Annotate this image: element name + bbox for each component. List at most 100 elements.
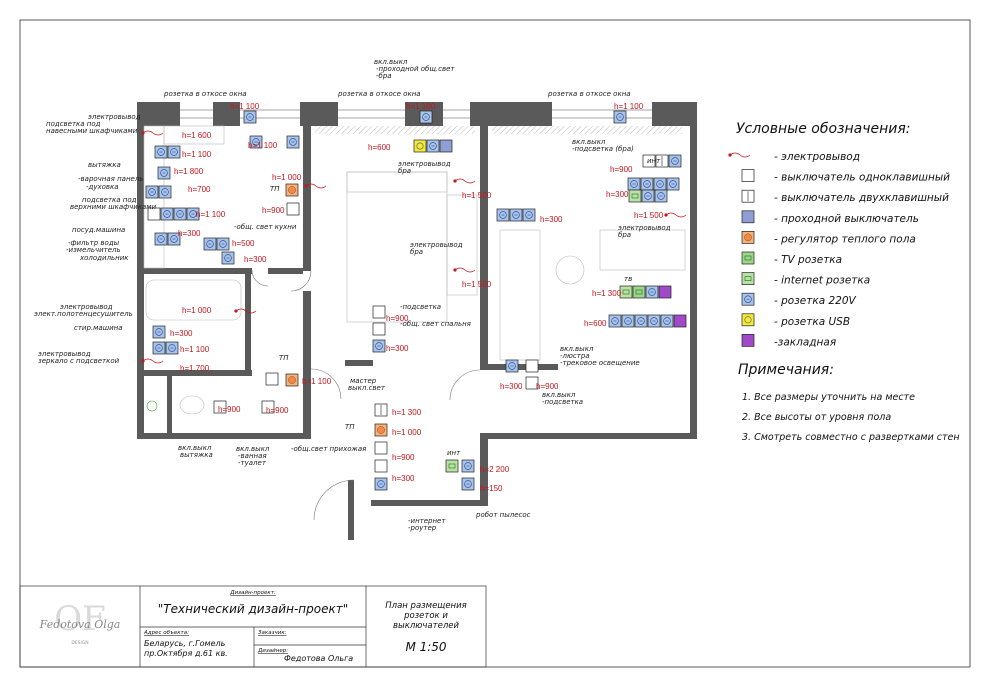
plan-label: тв (624, 275, 632, 283)
logo-signature: Fedotova Olga (39, 618, 121, 631)
height-mark: h=300 (170, 329, 193, 338)
plan-label: вкл.выкл (542, 391, 576, 399)
note-1: 1. Все размеры уточнить на месте (742, 392, 915, 403)
socket-220-icon (167, 145, 181, 159)
plan-label: вкл.выкл (236, 445, 270, 453)
plan-label: холодильник (79, 254, 129, 262)
socket-220-icon (216, 237, 230, 251)
socket-220-icon (608, 314, 622, 328)
passthrough-switch-icon (439, 139, 453, 153)
cable-outlet-icon (304, 183, 327, 189)
height-mark: h=1 500 (462, 280, 492, 289)
plan-label: верхними шкафчиками (70, 203, 157, 211)
plan-label: инт (647, 157, 661, 165)
cable-outlet-icon (234, 308, 257, 314)
single-switch-icon (525, 359, 539, 373)
height-mark: h=1 100 (182, 150, 212, 159)
height-mark: h=2 200 (480, 465, 510, 474)
socket-220-icon (653, 177, 667, 191)
legend-item-label: - проходной выключатель (774, 213, 919, 225)
height-mark: h=1 100 (230, 102, 260, 111)
single-switch-icon (265, 372, 279, 386)
height-mark: h=600 (584, 319, 607, 328)
floor-thermostat-icon (285, 373, 299, 387)
legend-item-label: - розетка USB (774, 316, 850, 328)
project-caption: Дизайн-проект: (229, 590, 276, 596)
embedded-box-icon (673, 314, 687, 328)
plan-label: вытяжка (88, 161, 121, 169)
plan-label: -ванная (238, 452, 267, 460)
furniture (143, 125, 686, 415)
legend-item-label: - выключатель одноклавишный (774, 172, 950, 184)
plan-label: подсветка под (46, 120, 101, 128)
plan-label: розетка в откосе окна (547, 90, 631, 98)
tv-socket-icon (741, 251, 755, 265)
height-mark: h=1 000 (392, 428, 422, 437)
plan-label: бра (410, 248, 423, 256)
plan-label: посуд.машина (72, 226, 125, 234)
socket-220-icon (613, 110, 627, 124)
height-mark: h=1 300 (392, 408, 422, 417)
plan-label: -подсветка (400, 303, 441, 311)
plan-label: стир.машина (74, 324, 123, 332)
plan-label: ТП (345, 423, 355, 431)
cable-outlet-icon (141, 358, 164, 364)
socket-220-icon (522, 208, 536, 222)
height-mark: h=1 100 (302, 377, 332, 386)
socket-220-icon (145, 185, 159, 199)
socket-220-icon (167, 232, 181, 246)
socket-220-icon (154, 232, 168, 246)
plan-label: -люстра (560, 352, 590, 360)
title-block-text: Дизайн-проект: "Технический дизайн-проек… (39, 590, 467, 663)
socket-220-icon (647, 314, 661, 328)
floor-thermostat-icon (374, 423, 388, 437)
socket-220-icon (660, 314, 674, 328)
socket-220-icon (249, 135, 263, 149)
single-switch-icon (372, 322, 386, 336)
device-symbols (141, 110, 687, 491)
plan-label: электровывод (398, 160, 451, 168)
internet-socket-icon (741, 272, 755, 285)
plan-label: электровывод (88, 113, 141, 121)
legend: Условные обозначения: - электровывод- вы… (728, 121, 950, 348)
plan-label: розетка в откосе окна (163, 90, 247, 98)
plan-label: зеркало с подсветкой (38, 357, 120, 365)
plan-label: розетка в откосе окна (337, 90, 421, 98)
height-mark: h=1 100 (196, 210, 226, 219)
single-switch-icon (741, 169, 755, 182)
single-switch-icon (147, 207, 161, 221)
height-mark: h=1 500 (462, 191, 492, 200)
floor-thermostat-icon (285, 183, 299, 197)
height-mark: h=1 100 (248, 141, 278, 150)
usb-socket-icon (741, 313, 755, 327)
designer-caption: Дизайнер: (257, 648, 288, 654)
internet-socket-icon (445, 459, 459, 473)
height-mark: h=1 100 (406, 102, 436, 111)
height-mark: h=1 500 (634, 211, 664, 220)
cable-outlet-icon (728, 152, 751, 158)
socket-220-icon (152, 325, 166, 339)
plan-label: -бра (376, 72, 392, 80)
plan-label: вкл.выкл (560, 345, 594, 353)
note-3: 3. Смотреть совместно с развертками стен (742, 432, 960, 443)
project-title: "Технический дизайн-проект" (158, 602, 348, 616)
plan-label: выкл.свет (348, 384, 386, 392)
socket-220-icon (243, 110, 257, 124)
legend-item-label: - регулятор теплого пола (774, 233, 916, 245)
cable-outlet-icon (664, 212, 687, 218)
socket-220-icon (741, 292, 755, 306)
single-switch-icon (642, 154, 656, 168)
plan-label: бра (618, 231, 631, 239)
doors (251, 269, 481, 521)
plan-label: -фильтр воды (68, 239, 120, 247)
legend-item-label: - internet розетка (774, 275, 870, 287)
height-mark: h=300 (540, 215, 563, 224)
embedded-box-icon (658, 285, 672, 299)
single-switch-icon (374, 441, 388, 455)
legend-item-label: - TV розетка (774, 254, 842, 266)
tv-socket-icon (632, 285, 646, 299)
height-mark: h=500 (232, 239, 255, 248)
height-mark: h=900 (610, 165, 633, 174)
embedded-box-icon (741, 334, 755, 347)
